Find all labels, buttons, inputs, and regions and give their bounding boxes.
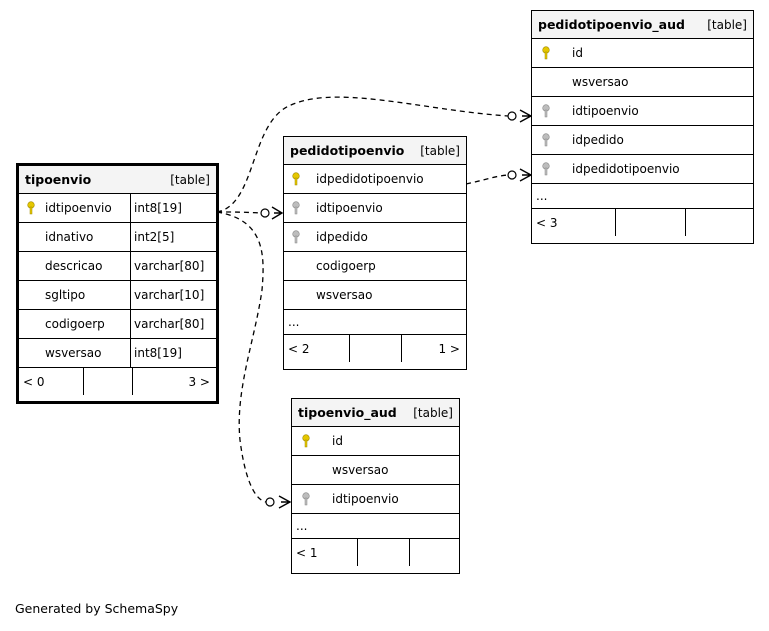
column-name: wsversao [572,75,629,89]
table-row: codigoerp [284,252,466,281]
children-count[interactable]: < 2 [288,341,310,356]
relation-tipoenvio-pedidotipoenvio [216,211,263,214]
table-row: wsversao [284,281,466,310]
foreign-key-icon [532,97,560,125]
table-footer: < 0 3 > [19,368,216,395]
table-row: idnativo int2[5] [19,223,216,252]
table-row: codigoerp varchar[80] [19,310,216,339]
table-name: pedidotipoenvio [290,143,405,158]
more-columns: ... [532,184,753,209]
table-row: idtipoenvio [292,485,459,514]
children-count[interactable]: < 3 [536,215,558,230]
column-name: idtipoenvio [316,201,383,215]
table-row: descricao varchar[80] [19,252,216,281]
crowfoot-icon [519,168,533,182]
column-name: idpedidotipoenvio [316,172,424,186]
table-tipoenvio[interactable]: tipoenvio [table] idtipoenvio int8[19] i… [16,163,219,404]
column-type: int8[19] [130,339,216,367]
relation-pedidotipoenvio-pedidotipoenvio-aud [465,174,509,185]
table-row: sgltipo varchar[10] [19,281,216,310]
table-type-label: [table] [413,405,453,420]
column-name: wsversao [45,346,102,360]
foreign-key-icon [284,194,308,222]
table-row: id [532,39,753,68]
column-name: idtipoenvio [332,492,399,506]
crowfoot-icon [271,206,284,220]
column-name: wsversao [316,288,373,302]
more-columns: ... [292,514,459,539]
optional-circle [507,111,517,121]
table-row: idtipoenvio [284,194,466,223]
foreign-key-icon [284,223,308,251]
primary-key-icon [292,427,320,455]
primary-key-icon [532,39,560,67]
column-name: id [572,46,583,60]
optional-circle [507,170,517,180]
relation-tipoenvio-tipoenvio-aud [216,211,267,503]
column-type: varchar[80] [130,252,216,280]
column-name: descricao [45,259,103,273]
table-header: pedidotipoenvio [table] [284,137,466,165]
table-footer: < 2 1 > [284,335,466,362]
table-row: wsversao int8[19] [19,339,216,368]
table-name: tipoenvio [25,172,92,187]
table-row: wsversao [292,456,459,485]
crowfoot-icon [519,109,533,123]
column-name: codigoerp [45,317,105,331]
primary-key-icon [19,194,43,222]
table-footer: < 3 [532,209,753,236]
generated-by-label: Generated by SchemaSpy [15,601,179,616]
table-row: id [292,427,459,456]
column-type: varchar[80] [130,310,216,338]
column-type: int2[5] [130,223,216,251]
table-type-label: [table] [420,143,460,158]
children-count[interactable]: < 0 [23,374,45,389]
table-name: tipoenvio_aud [298,405,397,420]
column-type: int8[19] [130,194,216,222]
table-row: idtipoenvio [532,97,753,126]
table-type-label: [table] [707,17,747,32]
table-row: wsversao [532,68,753,97]
more-columns: ... [284,310,466,335]
column-name: idpedidotipoenvio [572,162,680,176]
column-name: codigoerp [316,259,376,273]
column-name: idpedido [572,133,624,147]
optional-circle [260,208,270,218]
column-name: sgltipo [45,288,86,302]
table-type-label: [table] [170,172,210,187]
column-name: idtipoenvio [572,104,639,118]
table-footer: < 1 [292,539,459,566]
column-name: idnativo [45,230,94,244]
relation-tipoenvio-pedidotipoenvio-aud [216,96,509,213]
column-name: wsversao [332,463,389,477]
table-row: idpedido [532,126,753,155]
primary-key-icon [284,165,308,193]
column-name: id [332,434,343,448]
table-pedidotipoenvio[interactable]: pedidotipoenvio [table] idpedidotipoenvi… [283,136,467,370]
table-header: tipoenvio_aud [table] [292,399,459,427]
foreign-key-icon [292,485,320,513]
foreign-key-icon [532,126,560,154]
column-name: idtipoenvio [45,201,112,215]
foreign-key-icon [532,155,560,183]
table-pedidotipoenvio-aud[interactable]: pedidotipoenvio_aud [table] id wsversao … [531,10,754,244]
table-header: tipoenvio [table] [19,166,216,194]
parents-count[interactable]: 3 > [132,368,216,395]
table-row: idtipoenvio int8[19] [19,194,216,223]
column-name: idpedido [316,230,368,244]
crowfoot-icon [278,495,292,509]
optional-circle [265,497,275,507]
table-header: pedidotipoenvio_aud [table] [532,11,753,39]
parents-count[interactable]: 1 > [401,335,466,362]
column-type: varchar[10] [130,281,216,309]
table-row: idpedidotipoenvio [532,155,753,184]
table-tipoenvio-aud[interactable]: tipoenvio_aud [table] id wsversao idtipo… [291,398,460,574]
table-row: idpedidotipoenvio [284,165,466,194]
table-row: idpedido [284,223,466,252]
children-count[interactable]: < 1 [296,545,318,560]
table-name: pedidotipoenvio_aud [538,17,685,32]
